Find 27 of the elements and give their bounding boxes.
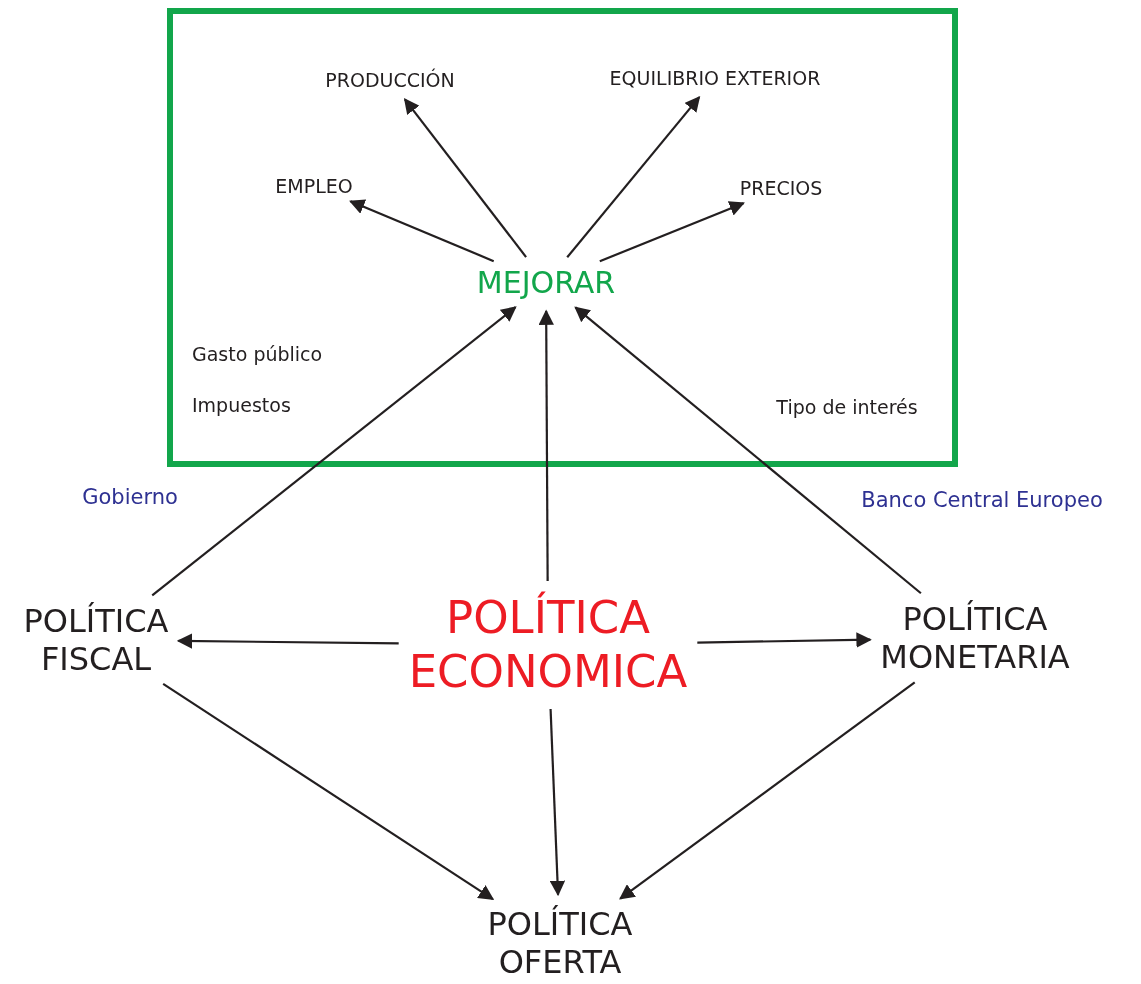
instrument-label: Impuestos: [192, 394, 291, 416]
node-label: POLÍTICA FISCAL: [23, 601, 169, 679]
node-label: PRODUCCIÓN: [325, 68, 455, 92]
node-label: POLÍTICA ECONOMICA: [408, 591, 688, 699]
instrument-label: Gasto público: [192, 343, 323, 365]
arrow: [349, 199, 495, 263]
arrow: [538, 309, 554, 581]
node-label: EMPLEO: [275, 174, 353, 198]
actor-label: Gobierno: [82, 485, 178, 509]
arrow: [697, 632, 872, 648]
node-label: POLÍTICA OFERTA: [487, 904, 633, 982]
instrument-label: Tipo de interés: [776, 396, 918, 418]
node-label: POLÍTICA MONETARIA: [880, 599, 1070, 677]
arrow: [176, 633, 399, 649]
node-label: EQUILIBRIO EXTERIOR: [609, 66, 821, 90]
arrow: [549, 708, 566, 897]
arrow: [566, 95, 701, 258]
node-label: PRECIOS: [739, 176, 823, 200]
arrow: [599, 201, 745, 263]
node-label: MEJORAR: [476, 265, 616, 301]
arrow: [162, 682, 495, 901]
group-frame: [167, 8, 958, 467]
arrow: [574, 306, 922, 595]
arrow: [619, 681, 916, 900]
arrow: [403, 98, 527, 258]
actor-label: Banco Central Europeo: [861, 488, 1103, 512]
arrow: [151, 306, 517, 597]
